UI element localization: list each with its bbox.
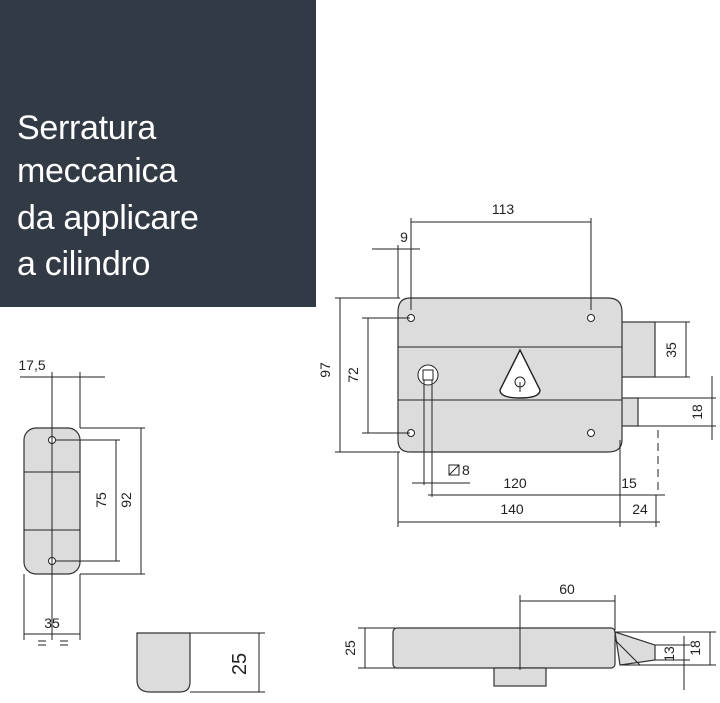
dim-15: 15 xyxy=(621,475,637,491)
dim-97: 97 xyxy=(317,362,333,378)
dim-35-bottom: 35 xyxy=(44,615,60,631)
dim-120: 120 xyxy=(503,475,527,491)
top-body xyxy=(392,627,616,669)
dim-92: 92 xyxy=(118,492,134,508)
dim-9: 9 xyxy=(400,229,408,245)
square-symbol-icon xyxy=(448,464,460,476)
dim-72: 72 xyxy=(345,367,361,383)
dim-35-right: 35 xyxy=(663,342,679,358)
lower-bolt xyxy=(619,397,639,427)
dim-13: 13 xyxy=(661,646,677,662)
dim-18-right: 18 xyxy=(689,404,705,420)
cylinder-stub xyxy=(493,667,547,687)
title-line-2: meccanica xyxy=(17,152,177,190)
spindle-square-icon xyxy=(422,369,434,381)
title-line-3: da applicare xyxy=(17,199,199,237)
dim-113: 113 xyxy=(492,201,515,217)
dim-25-profile: 25 xyxy=(229,653,251,675)
latch-bolt xyxy=(619,321,656,378)
dim-8: 8 xyxy=(462,462,470,478)
dim-140: 140 xyxy=(500,501,524,517)
dim-75: 75 xyxy=(93,492,109,508)
top-view: 60 25 13 18 xyxy=(342,581,716,690)
profile-view: 25 xyxy=(136,632,265,693)
dim-17-5: 17,5 xyxy=(18,357,45,373)
dim-18-top: 18 xyxy=(687,640,703,656)
screw-hole-icon xyxy=(587,314,595,322)
dim-24: 24 xyxy=(632,501,648,517)
title-line-4: a cilindro xyxy=(17,245,151,283)
latch-line xyxy=(614,639,641,666)
dim-60: 60 xyxy=(559,581,575,597)
profile-body xyxy=(136,632,191,693)
dim-25-top: 25 xyxy=(342,640,358,656)
front-view: 113 9 97 72 35 18 8 xyxy=(317,201,716,527)
title-panel: Serratura meccanica da applicare a cilin… xyxy=(0,0,316,307)
title-line-1: Serratura xyxy=(17,109,157,147)
screw-hole-icon xyxy=(587,429,595,437)
square-symbol-diag xyxy=(448,464,460,476)
side-view: 17,5 75 92 35 xyxy=(18,357,145,646)
key-cylinder-icon xyxy=(499,348,541,399)
